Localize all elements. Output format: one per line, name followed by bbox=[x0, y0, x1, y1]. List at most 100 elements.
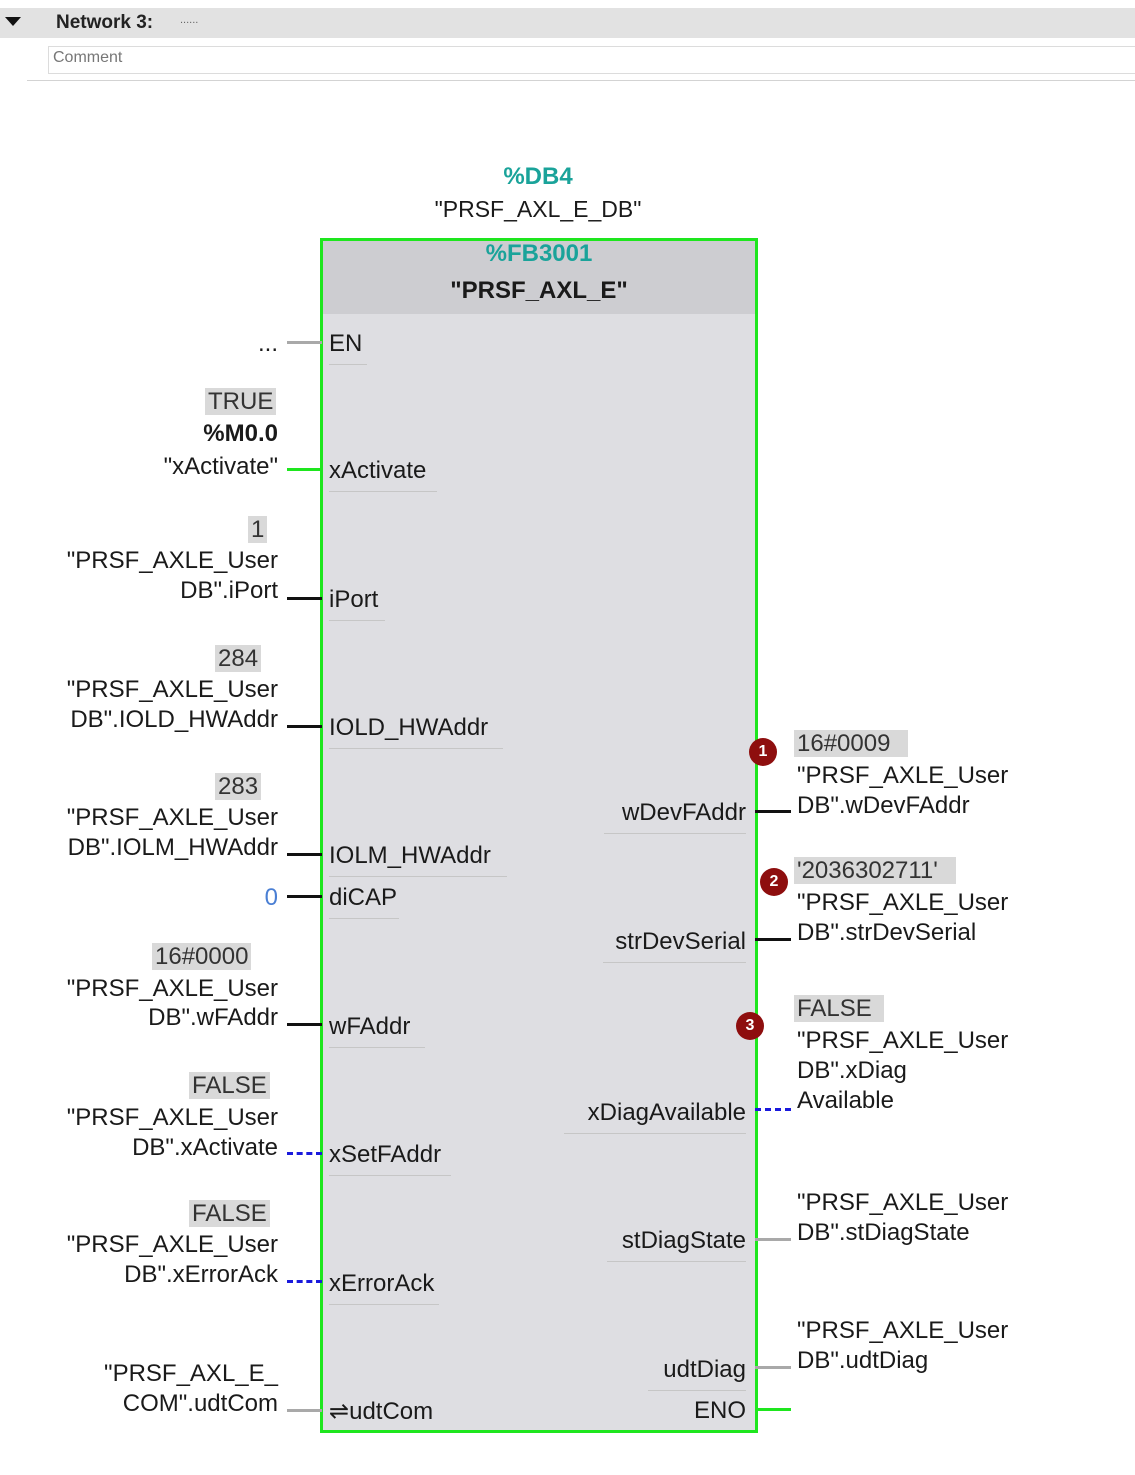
wfaddr-operand-line2[interactable]: DB".wFAddr bbox=[148, 1004, 278, 1031]
iolm-value: 283 bbox=[215, 773, 262, 800]
iolm-operand-line2[interactable]: DB".IOLM_HWAddr bbox=[67, 834, 278, 861]
en-wire bbox=[287, 341, 322, 344]
xsetfaddr-value: FALSE bbox=[189, 1072, 270, 1099]
iold-operand-line2[interactable]: DB".IOLD_HWAddr bbox=[70, 706, 278, 733]
instance-db-name[interactable]: "PRSF_AXL_E_DB" bbox=[434, 196, 642, 222]
stdiagstate-operand-line2[interactable]: DB".stDiagState bbox=[797, 1219, 970, 1246]
pin-underline bbox=[329, 620, 385, 621]
pin-underline bbox=[604, 833, 746, 834]
pin-iold-hwaddr[interactable]: IOLD_HWAddr bbox=[329, 714, 489, 741]
comment-placeholder: Comment bbox=[53, 49, 123, 66]
pin-udtdiag[interactable]: udtDiag bbox=[663, 1356, 746, 1383]
pin-xdiagavailable[interactable]: xDiagAvailable bbox=[587, 1099, 746, 1126]
strdevserial-operand-line2[interactable]: DB".strDevSerial bbox=[797, 919, 977, 946]
pin-underline bbox=[329, 491, 437, 492]
network-title-field[interactable]: ...... bbox=[180, 14, 199, 26]
strdevserial-wire bbox=[755, 938, 791, 941]
badge-3: 3 bbox=[736, 1012, 764, 1040]
xsetfaddr-operand-line2[interactable]: DB".xActivate bbox=[132, 1134, 278, 1161]
iolm-wire bbox=[287, 853, 322, 856]
iport-operand-line2[interactable]: DB".iPort bbox=[180, 577, 278, 604]
pin-xactivate[interactable]: xActivate bbox=[329, 457, 427, 484]
network-title: Network 3: bbox=[56, 12, 154, 33]
xerrorack-value: FALSE bbox=[189, 1200, 270, 1227]
xerrorack-operand-line1[interactable]: "PRSF_AXLE_User bbox=[66, 1231, 278, 1258]
function-block-name: "PRSF_AXL_E" bbox=[450, 277, 628, 304]
udtdiag-operand-line1[interactable]: "PRSF_AXLE_User bbox=[797, 1317, 1009, 1344]
wfaddr-wire bbox=[287, 1023, 322, 1026]
xdiagavailable-value: FALSE bbox=[794, 995, 884, 1022]
iport-value: 1 bbox=[248, 516, 268, 543]
xactivate-address[interactable]: %M0.0 bbox=[203, 420, 278, 447]
wfaddr-operand-line1[interactable]: "PRSF_AXLE_User bbox=[66, 975, 278, 1002]
xdiagavailable-operand-line1[interactable]: "PRSF_AXLE_User bbox=[797, 1027, 1009, 1054]
function-block-address: %FB3001 bbox=[485, 240, 593, 267]
pin-underline bbox=[329, 748, 503, 749]
iold-value: 284 bbox=[215, 645, 262, 672]
udtcom-operand-line1[interactable]: "PRSF_AXL_E_ bbox=[104, 1360, 278, 1387]
function-block-header bbox=[323, 241, 755, 314]
badge-2: 2 bbox=[760, 868, 788, 896]
stdiagstate-wire bbox=[755, 1238, 791, 1241]
wdevfaddr-operand-line1[interactable]: "PRSF_AXLE_User bbox=[797, 762, 1009, 789]
instance-db-address[interactable]: %DB4 bbox=[503, 163, 573, 190]
function-block-box[interactable] bbox=[320, 238, 758, 1433]
en-operand[interactable]: ... bbox=[257, 330, 278, 357]
wdevfaddr-operand-line2[interactable]: DB".wDevFAddr bbox=[797, 792, 970, 819]
pin-wfaddr[interactable]: wFAddr bbox=[329, 1013, 411, 1040]
pin-underline bbox=[329, 364, 367, 365]
iport-wire bbox=[287, 597, 322, 600]
wdevfaddr-wire bbox=[755, 810, 791, 813]
divider bbox=[27, 80, 1135, 81]
pin-strdevserial[interactable]: strDevSerial bbox=[615, 928, 746, 955]
xdiagavailable-operand-line3[interactable]: Available bbox=[797, 1087, 894, 1114]
xactivate-value: TRUE bbox=[205, 388, 277, 415]
pin-underline bbox=[329, 1304, 439, 1305]
badge-1: 1 bbox=[749, 738, 777, 766]
pin-underline bbox=[648, 1390, 746, 1391]
xerrorack-wire bbox=[287, 1280, 322, 1283]
pin-underline bbox=[329, 1175, 451, 1176]
udtdiag-wire bbox=[755, 1366, 791, 1369]
iold-operand-line1[interactable]: "PRSF_AXLE_User bbox=[66, 676, 278, 703]
network-comment-field[interactable] bbox=[48, 46, 1135, 74]
udtcom-operand-line2[interactable]: COM".udtCom bbox=[122, 1390, 278, 1417]
pin-xsetfaddr[interactable]: xSetFAddr bbox=[329, 1141, 442, 1168]
xerrorack-operand-line2[interactable]: DB".xErrorAck bbox=[124, 1261, 278, 1288]
xsetfaddr-wire bbox=[287, 1152, 322, 1155]
dicap-operand[interactable]: 0 bbox=[264, 884, 278, 911]
pin-iolm-hwaddr[interactable]: IOLM_HWAddr bbox=[329, 842, 491, 869]
eno-wire bbox=[755, 1408, 791, 1411]
pin-underline bbox=[329, 876, 507, 877]
iolm-operand-line1[interactable]: "PRSF_AXLE_User bbox=[66, 804, 278, 831]
xactivate-operand[interactable]: "xActivate" bbox=[163, 453, 278, 480]
xactivate-wire bbox=[287, 468, 322, 471]
pin-iport[interactable]: iPort bbox=[329, 586, 379, 613]
iold-wire bbox=[287, 725, 322, 728]
pin-underline bbox=[564, 1133, 746, 1134]
pin-en[interactable]: EN bbox=[329, 330, 363, 357]
stdiagstate-operand-line1[interactable]: "PRSF_AXLE_User bbox=[797, 1189, 1009, 1216]
collapse-triangle-icon[interactable] bbox=[5, 17, 21, 26]
pin-stdiagstate[interactable]: stDiagState bbox=[621, 1227, 746, 1254]
strdevserial-operand-line1[interactable]: "PRSF_AXLE_User bbox=[797, 889, 1009, 916]
udtdiag-operand-line2[interactable]: DB".udtDiag bbox=[797, 1347, 929, 1374]
pin-wdevfaddr[interactable]: wDevFAddr bbox=[621, 799, 746, 826]
network-header[interactable] bbox=[0, 8, 1135, 38]
wfaddr-value: 16#0000 bbox=[152, 943, 252, 970]
xsetfaddr-operand-line1[interactable]: "PRSF_AXLE_User bbox=[66, 1104, 278, 1131]
pin-underline bbox=[329, 918, 399, 919]
xdiagavailable-wire bbox=[755, 1108, 791, 1111]
iport-operand-line1[interactable]: "PRSF_AXLE_User bbox=[66, 547, 278, 574]
pin-underline bbox=[607, 1261, 746, 1262]
pin-eno[interactable]: ENO bbox=[693, 1397, 746, 1424]
udtcom-wire bbox=[287, 1409, 322, 1412]
pin-underline bbox=[603, 962, 746, 963]
dicap-wire bbox=[287, 895, 322, 898]
pin-udtcom[interactable]: ⇌udtCom bbox=[329, 1398, 434, 1425]
pin-dicap[interactable]: diCAP bbox=[329, 884, 398, 911]
wdevfaddr-value: 16#0009 bbox=[794, 730, 909, 757]
pin-xerrorack[interactable]: xErrorAck bbox=[329, 1270, 435, 1297]
xdiagavailable-operand-line2[interactable]: DB".xDiag bbox=[797, 1057, 907, 1084]
pin-underline bbox=[329, 1047, 425, 1048]
